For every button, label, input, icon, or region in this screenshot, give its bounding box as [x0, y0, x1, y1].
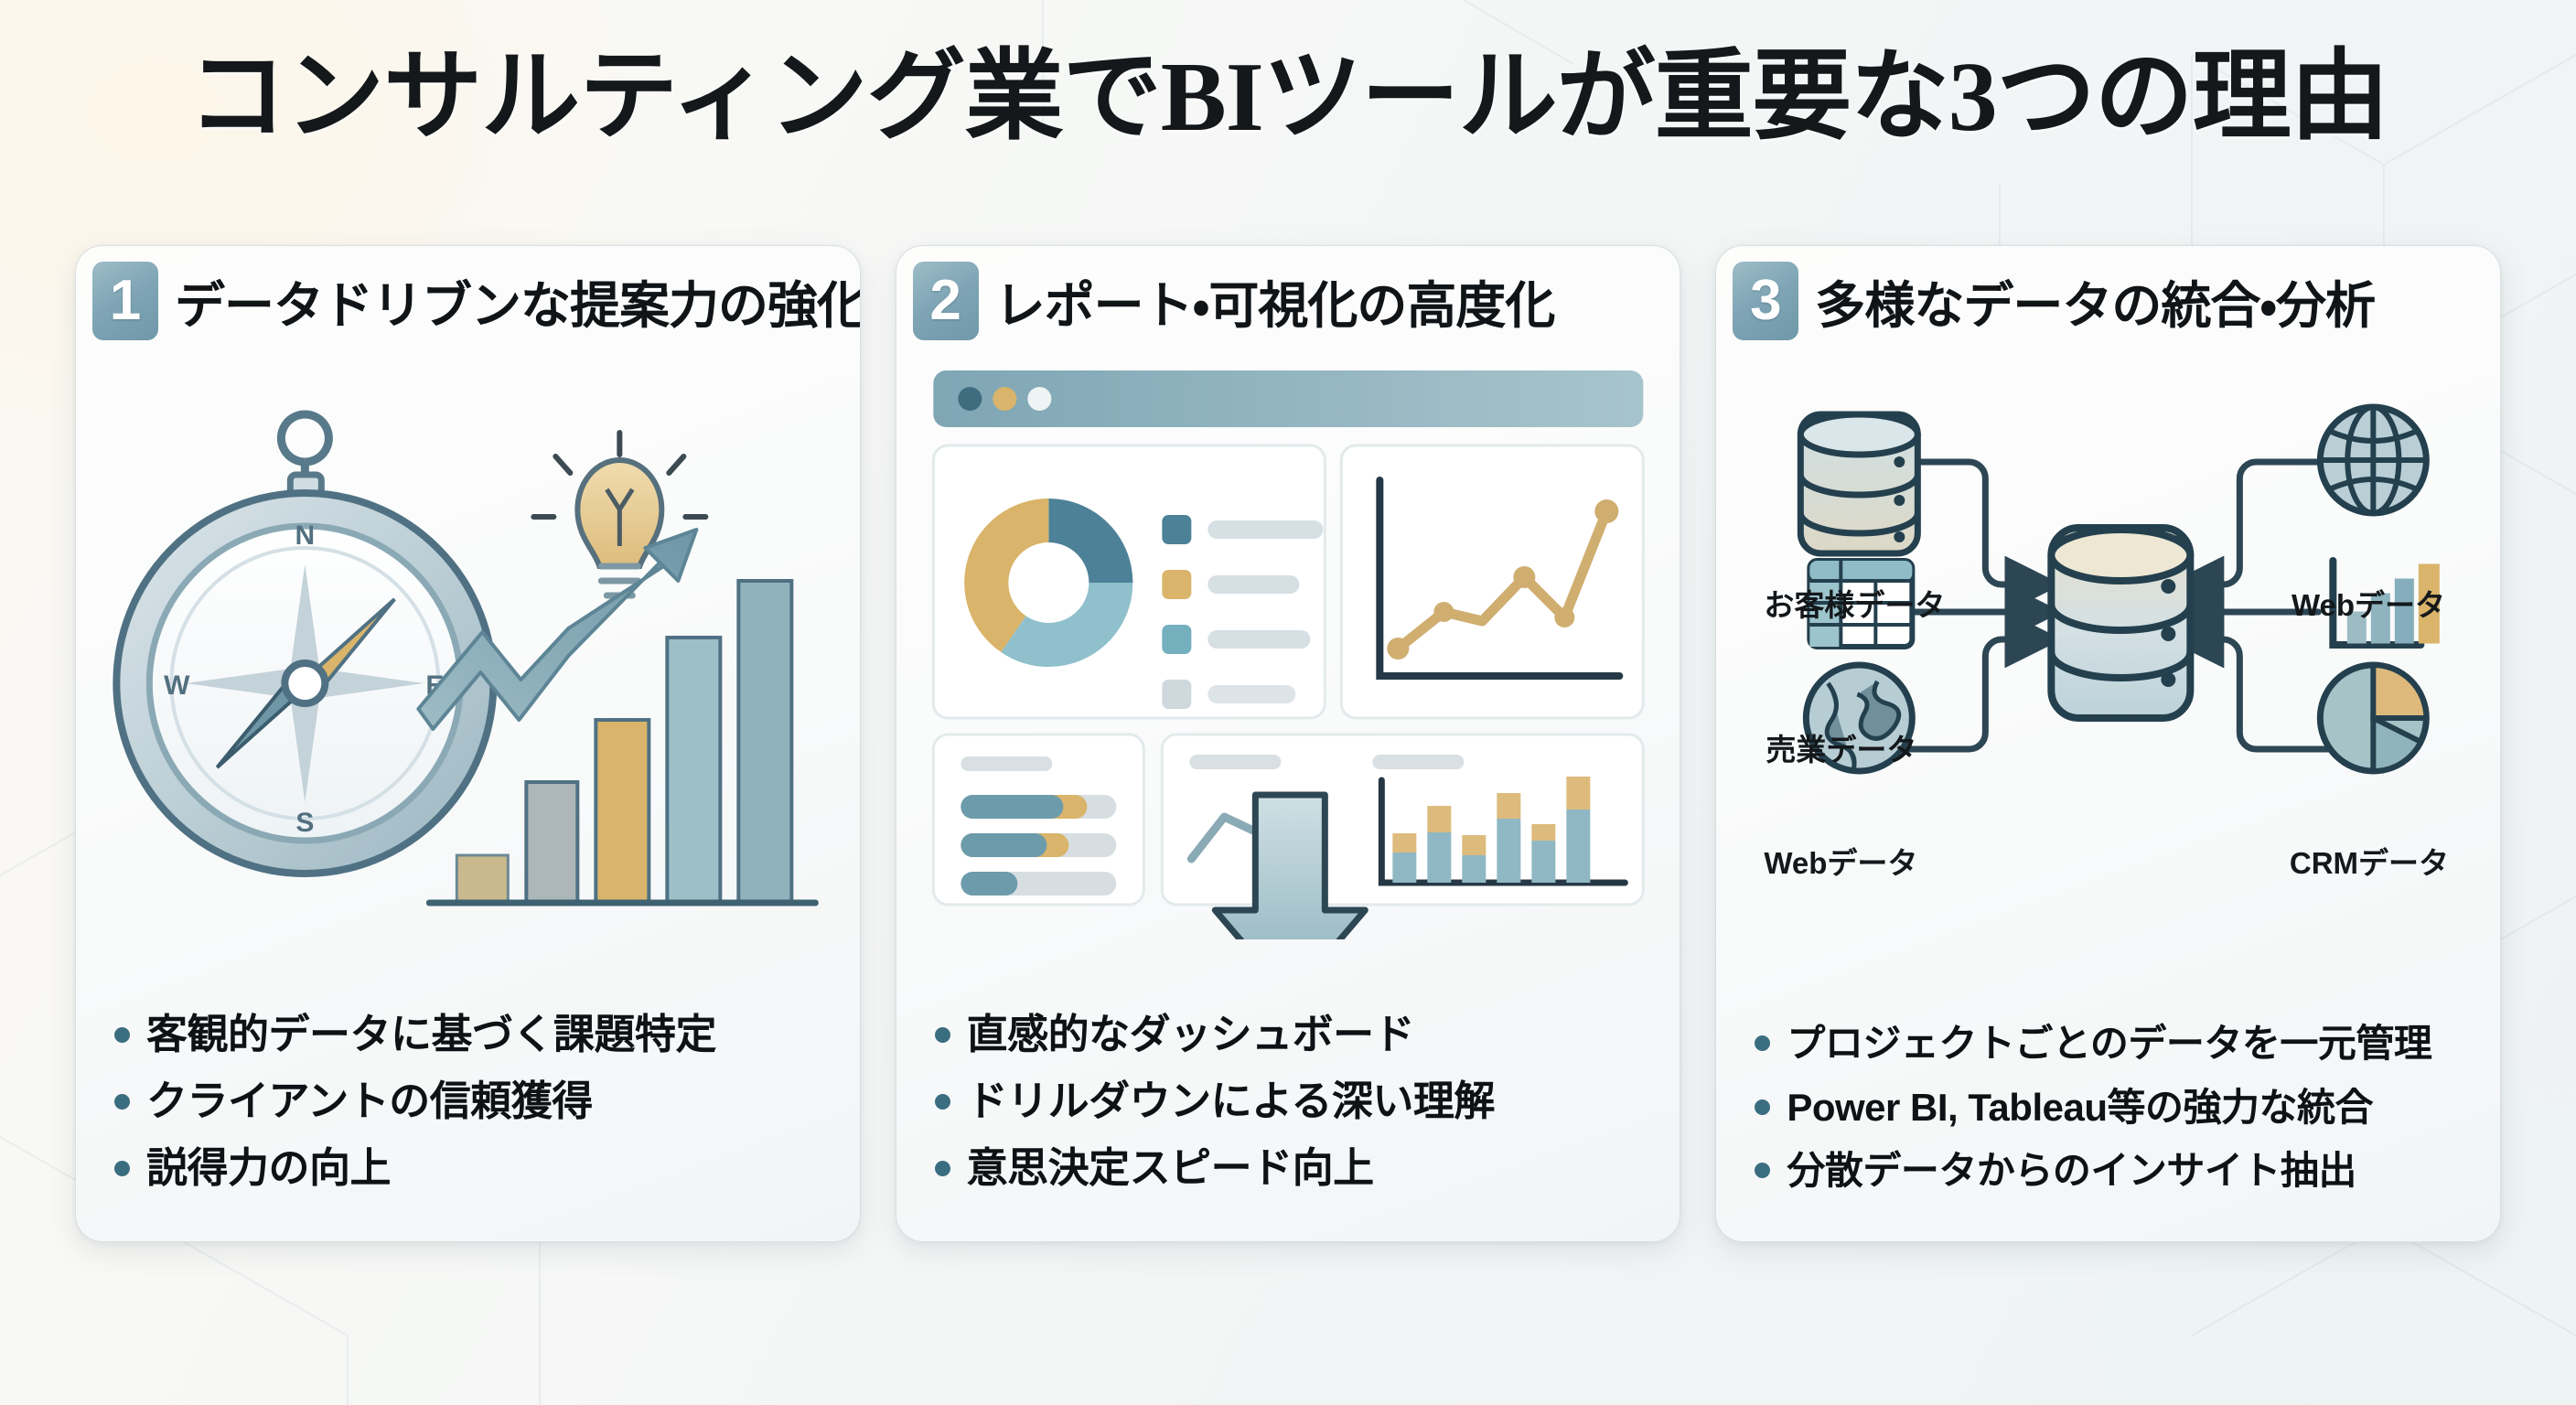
bullet-dot-icon [114, 1027, 130, 1044]
bullet-label: 分散データからのインサイト抽出 [1787, 1148, 2356, 1192]
list-item: プロジェクトごとのデータを一元管理 [1755, 1020, 2478, 1067]
card-3-bullet-list: プロジェクトごとのデータを一元管理 Power BI, Tableau等の強力な… [1755, 1020, 2478, 1194]
compass-label-north: N [295, 520, 316, 551]
card-2[interactable]: 2 レポート・可視化の高度化 [895, 245, 1681, 1242]
progress-panel [931, 733, 1145, 906]
node-label-web-data-left: Webデータ [1764, 846, 1918, 880]
card-2-illustration [911, 354, 1666, 939]
bullet-label: プロジェクトごとのデータを一元管理 [1787, 1022, 2432, 1066]
list-item: 客観的データに基づく課題特定 [114, 1010, 838, 1060]
list-item: ドリルダウンによる深い理解 [934, 1077, 1658, 1127]
connector-lines [1891, 458, 2332, 753]
bullet-label: Power BI, Tableau等の強力な統合 [1787, 1085, 2373, 1129]
card-1-number-badge: 1 [92, 262, 158, 340]
bullet-label: 直感的なダッシュボード [966, 1011, 1415, 1058]
card-1-illustration: N S W E [91, 354, 845, 939]
card-3-header: 3 多様なデータの統合・分析 [1733, 259, 2487, 343]
wire-globe-icon [2317, 403, 2431, 517]
card-3-number-badge: 3 [1733, 262, 1799, 340]
node-label-customer-data: お客様データ [1764, 588, 1946, 622]
pie-chart-icon [2317, 661, 2431, 775]
card-3-illustration: お客様データ 売業データ Webデータ Webデータ CRMデータ [1731, 354, 2485, 939]
bar-chart-icon [2329, 557, 2441, 649]
node-label-web-data-right: Webデータ [2291, 588, 2446, 622]
down-arrow-icon [1211, 791, 1368, 939]
donut-legend [1162, 515, 1324, 709]
bullet-dot-icon [1755, 1162, 1771, 1178]
stacked-bar-chart [1378, 777, 1628, 886]
bullet-label: クライアントの信頼獲得 [146, 1078, 593, 1125]
bullet-dot-icon [114, 1094, 130, 1110]
list-item: 意思決定スピード向上 [934, 1143, 1658, 1194]
compass-label-west: W [164, 670, 190, 701]
list-item: クライアントの信頼獲得 [114, 1077, 838, 1127]
node-label-sales-data: 売業データ [1766, 733, 1917, 767]
donut-panel [931, 444, 1326, 720]
card-1-title: データドリブンな提案力の強化 [175, 277, 861, 334]
bar-chart-illustration [425, 579, 819, 906]
cards-container: 1 データドリブンな提案力の強化 [75, 245, 2502, 1242]
bullet-dot-icon [934, 1094, 950, 1110]
analytics-panel [1160, 733, 1645, 906]
card-3[interactable]: 3 多様なデータの統合・分析 [1715, 245, 2502, 1242]
window-dot-1 [958, 387, 982, 411]
list-item: 分散データからのインサイト抽出 [1755, 1147, 2478, 1194]
card-2-title: レポート・可視化の高度化 [994, 277, 1556, 334]
spreadsheet-icon [1807, 558, 1916, 649]
donut-chart [963, 498, 1133, 668]
compass-label-south: S [295, 808, 314, 838]
up-trend-arrow [416, 528, 699, 731]
bullet-label: 説得力の向上 [146, 1144, 392, 1192]
card-3-title: 多様なデータの統合・分析 [1815, 277, 2376, 334]
database-icon [1798, 411, 1922, 557]
list-item: 説得力の向上 [114, 1143, 838, 1194]
compass-icon: N S W E [113, 410, 498, 877]
window-dot-2 [993, 387, 1017, 411]
card-2-header: 2 レポート・可視化の高度化 [912, 259, 1668, 343]
page-title: コンサルティング業でBIツールが重要な3つの理由 [188, 43, 2389, 152]
lightbulb-icon [531, 430, 709, 599]
card-1-header: 1 データドリブンな提案力の強化 [92, 259, 860, 343]
list-item: Power BI, Tableau等の強力な統合 [1755, 1084, 2478, 1131]
card-1-bullet-list: 客観的データに基づく課題特定 クライアントの信頼獲得 説得力の向上 [114, 1010, 838, 1194]
line-chart-panel [1339, 444, 1645, 720]
dashboard-window-titlebar [933, 370, 1644, 427]
bullet-dot-icon [1755, 1035, 1771, 1052]
central-database-icon [2047, 524, 2195, 722]
bullet-label: 意思決定スピード向上 [966, 1144, 1375, 1192]
bullet-dot-icon [1755, 1099, 1771, 1115]
bullet-label: ドリルダウンによる深い理解 [966, 1078, 1496, 1125]
list-item: 直感的なダッシュボード [934, 1010, 1658, 1060]
bullet-dot-icon [934, 1027, 950, 1044]
bullet-label: 客観的データに基づく課題特定 [146, 1011, 717, 1058]
window-dot-3 [1027, 387, 1052, 411]
bullet-dot-icon [934, 1161, 950, 1177]
card-2-number-badge: 2 [912, 262, 979, 340]
earth-globe-icon [1803, 661, 1916, 775]
card-1[interactable]: 1 データドリブンな提案力の強化 [75, 245, 861, 1242]
bullet-dot-icon [114, 1161, 130, 1177]
card-2-bullet-list: 直感的なダッシュボード ドリルダウンによる深い理解 意思決定スピード向上 [934, 1010, 1658, 1194]
node-label-crm-data: CRMデータ [2289, 846, 2450, 880]
